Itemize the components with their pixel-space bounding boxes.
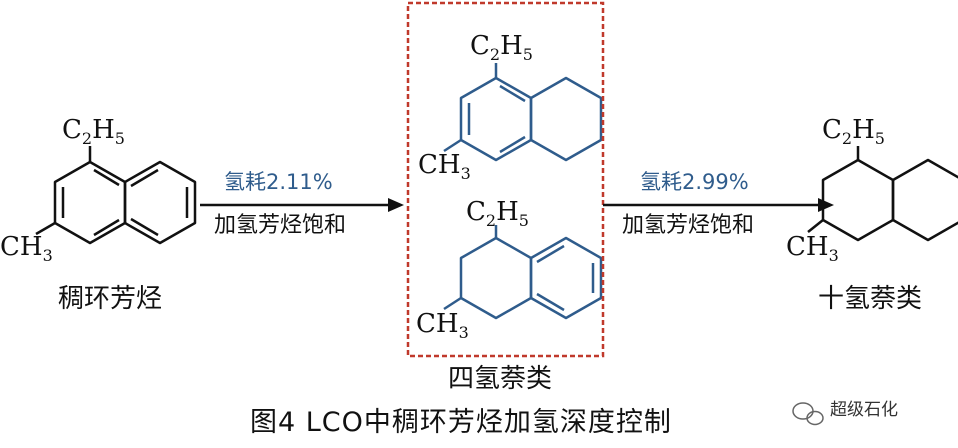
watermark-text: 超级石化	[830, 400, 898, 420]
right-methyl-label: CH3	[786, 232, 839, 266]
molecule-tetralin-2	[443, 225, 603, 320]
mid-top-ethyl-label: C2H5	[470, 31, 533, 65]
arrow-1	[200, 198, 404, 212]
left-ethyl-label: C2H5	[62, 115, 125, 149]
right-molecule-name: 十氢萘类	[818, 284, 923, 314]
molecule-decalin	[807, 146, 958, 242]
middle-molecule-name: 四氢萘类	[448, 364, 553, 394]
step-1-process: 加氢芳烃饱和	[214, 213, 347, 238]
molecule-tetralin-1	[443, 63, 603, 162]
mid-bottom-methyl-label: CH3	[416, 309, 469, 343]
mid-top-methyl-label: CH3	[418, 150, 471, 184]
arrow-2	[603, 198, 834, 212]
step-1-hydrogen-consumption: 氢耗2.11%	[224, 170, 333, 194]
wechat-icon	[792, 402, 824, 426]
highlight-box	[406, 1, 605, 358]
mid-bottom-ethyl-label: C2H5	[466, 197, 529, 231]
step-2-process: 加氢芳烃饱和	[622, 213, 755, 238]
step-2-hydrogen-consumption: 氢耗2.99%	[640, 170, 749, 194]
figure-caption: 图4 LCO中稠环芳烃加氢深度控制	[250, 407, 672, 438]
right-ethyl-label: C2H5	[822, 115, 885, 149]
left-methyl-label: CH3	[0, 232, 53, 266]
molecule-polycyclic-aromatic	[35, 146, 197, 245]
left-molecule-name: 稠环芳烃	[58, 284, 163, 314]
